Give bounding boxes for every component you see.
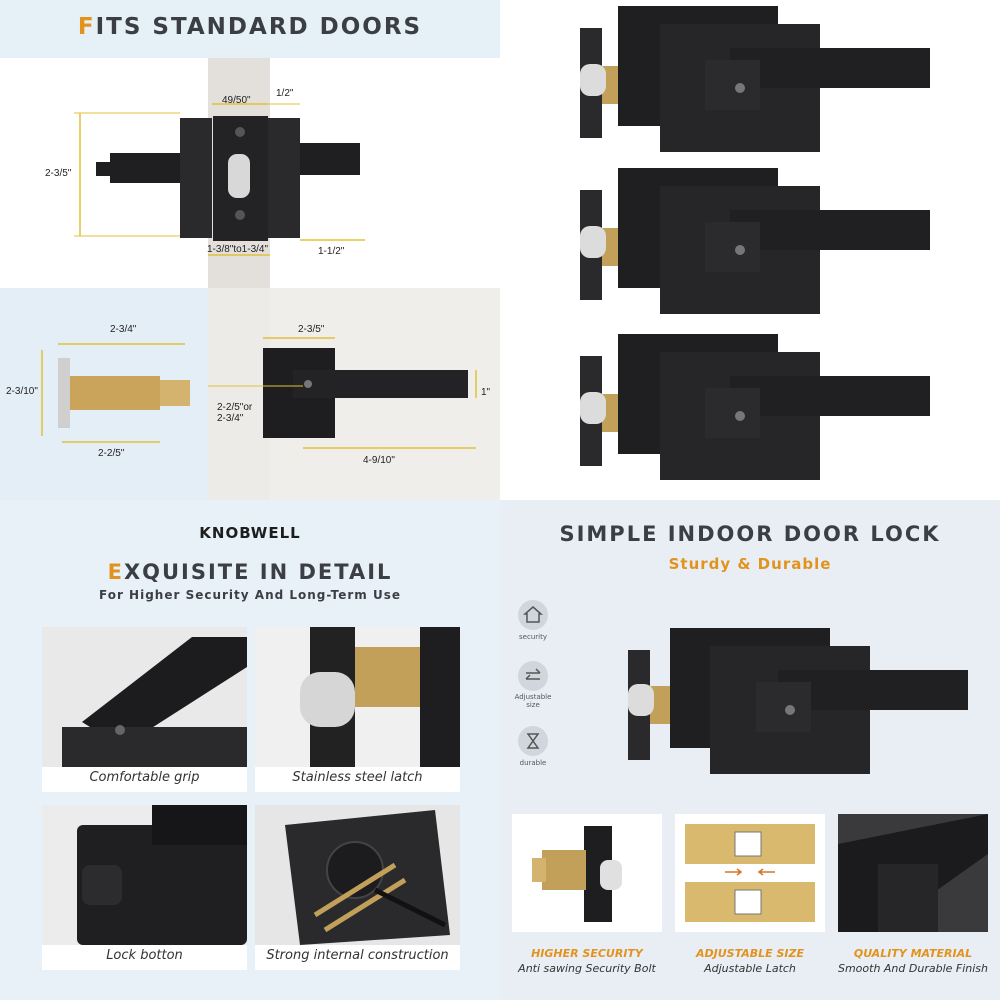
dim-lever-height: 1" (481, 387, 491, 398)
latch-bolt-photo (532, 826, 622, 922)
dim-edge: 1/2" (276, 88, 294, 99)
feature-desc-material: Smooth And Durable Finish (837, 962, 989, 975)
feature-title-security: HIGHER SECURITY (531, 947, 643, 960)
dim-rose-height: 2-3/5" (45, 168, 72, 179)
brand-logo: KNOBWELL (199, 524, 301, 542)
simple-subtitle: Sturdy & Durable (668, 555, 832, 573)
adjustable-latch-photo (685, 824, 815, 922)
arrows-swap-icon (518, 661, 548, 691)
dim-lever-projection: 1-1/2" (318, 246, 345, 257)
detail-title: EXQUISITE IN DETAIL (107, 560, 393, 584)
icon-label-adjustable: Adjustable size (514, 693, 552, 709)
caption-construction: Strong internal construction (266, 948, 449, 963)
dim-latch-height: 2-3/10" (6, 386, 38, 397)
simple-title: SIMPLE INDOOR DOOR LOCK (559, 522, 941, 546)
house-shield-icon (518, 600, 548, 630)
finish-photo (838, 814, 988, 932)
latch-photo (255, 627, 460, 767)
hourglass-icon (518, 726, 548, 756)
dim-latch-bolt: 2-2/5" (98, 448, 125, 459)
feature-title-material: QUALITY MATERIAL (853, 947, 973, 960)
fits-title: FITS STANDARD DOORS (77, 14, 423, 40)
detail-card-grip: Comfortable grip (42, 627, 247, 792)
fits-header-band (0, 0, 500, 58)
exquisite-detail-panel: KNOBWELL EXQUISITE IN DETAIL For Higher … (0, 500, 500, 1000)
detail-card-construction: Strong internal construction (255, 805, 460, 970)
dim-latch-length: 2-3/4" (110, 324, 137, 335)
feature-card-material (838, 814, 988, 932)
caption-latch: Stainless steel latch (292, 770, 423, 785)
dim-backset-options: 2-2/5"or 2-3/4" (217, 402, 253, 424)
feature-desc-security: Anti sawing Security Bolt (518, 962, 656, 975)
latch-diagram (41, 343, 190, 443)
feature-card-adjustable (675, 814, 825, 932)
dim-lever-length: 4-9/10" (363, 455, 395, 466)
dim-door-thickness: 1-3/8"to1-3/4" (207, 244, 269, 255)
grip-photo (42, 627, 247, 767)
feature-desc-adjustable: Adjustable Latch (704, 962, 796, 975)
simple-indoor-lock-panel: SIMPLE INDOOR DOOR LOCK Sturdy & Durable… (500, 500, 1000, 1000)
construction-photo (255, 805, 460, 945)
icon-label-security: security (519, 633, 547, 641)
fits-standard-doors-panel: FITS STANDARD DOORS (0, 0, 500, 500)
lock-button-photo (42, 805, 247, 945)
side-view-diagram (74, 103, 365, 256)
dim-rose-width: 2-3/5" (298, 324, 325, 335)
detail-card-latch: Stainless steel latch (255, 627, 460, 792)
detail-subtitle: For Higher Security And Long-Term Use (99, 588, 401, 602)
door-edge-strip-lower (208, 288, 270, 500)
caption-grip: Comfortable grip (89, 770, 200, 785)
dim-backset-width: 49/50" (222, 95, 251, 106)
lever-diagram (208, 337, 477, 449)
icon-label-durable: durable (519, 759, 547, 767)
caption-lock-button: Lock botton (106, 948, 183, 963)
feature-card-security (512, 814, 662, 932)
product-photos-panel (500, 0, 1000, 500)
three-lever-sets-image (580, 6, 930, 480)
detail-card-lock-button: Lock botton (42, 805, 247, 970)
main-lever-set-image (628, 628, 968, 774)
feature-title-adjustable: ADJUSTABLE SIZE (696, 947, 804, 960)
